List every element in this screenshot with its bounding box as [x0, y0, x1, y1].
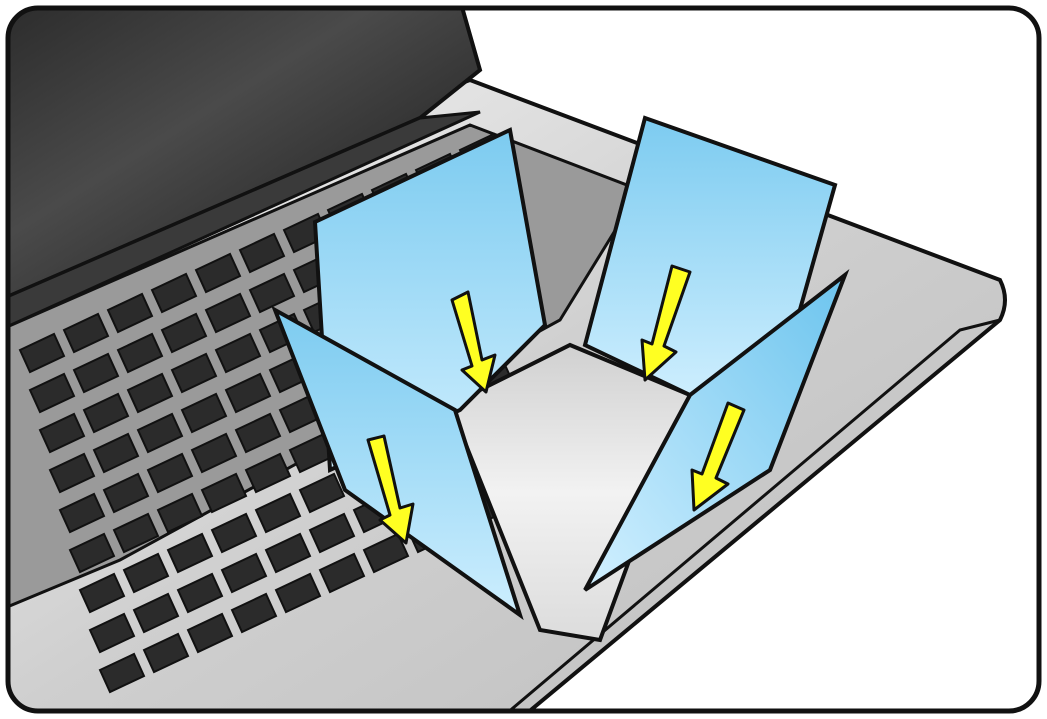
laptop-illustration: [0, 0, 1047, 719]
illustration-frame: [0, 0, 1047, 719]
